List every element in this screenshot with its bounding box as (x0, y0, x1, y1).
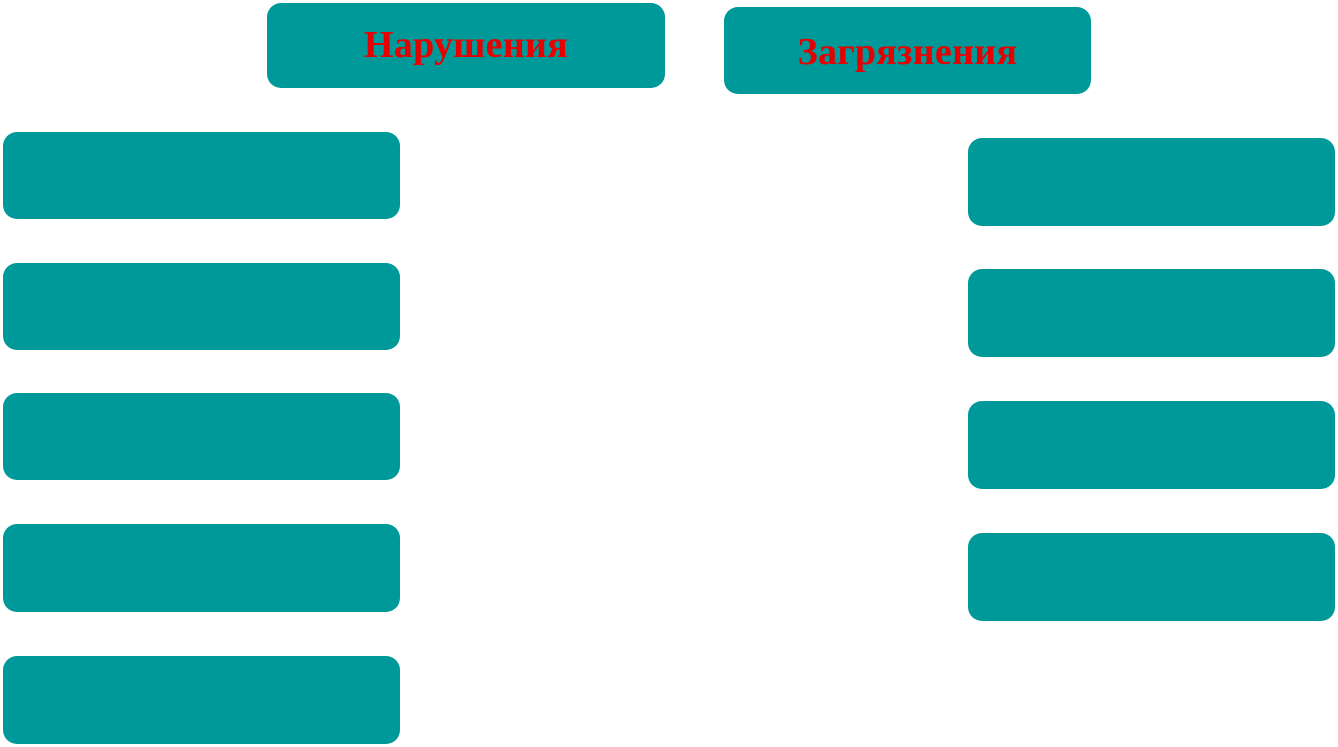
header-box-pollution: Загрязнения (724, 7, 1091, 94)
violations-item-box (3, 524, 400, 612)
violations-item-box (3, 263, 400, 350)
pollution-item-box (968, 138, 1335, 226)
violations-item-box (3, 132, 400, 219)
pollution-item-box (968, 269, 1335, 357)
violations-item-box (3, 393, 400, 480)
pollution-item-box (968, 533, 1335, 621)
pollution-item-box (968, 401, 1335, 489)
header-violations-label: Нарушения (363, 23, 569, 66)
violations-item-box (3, 656, 400, 744)
header-box-violations: Нарушения (267, 3, 665, 88)
header-pollution-label: Загрязнения (797, 30, 1018, 73)
